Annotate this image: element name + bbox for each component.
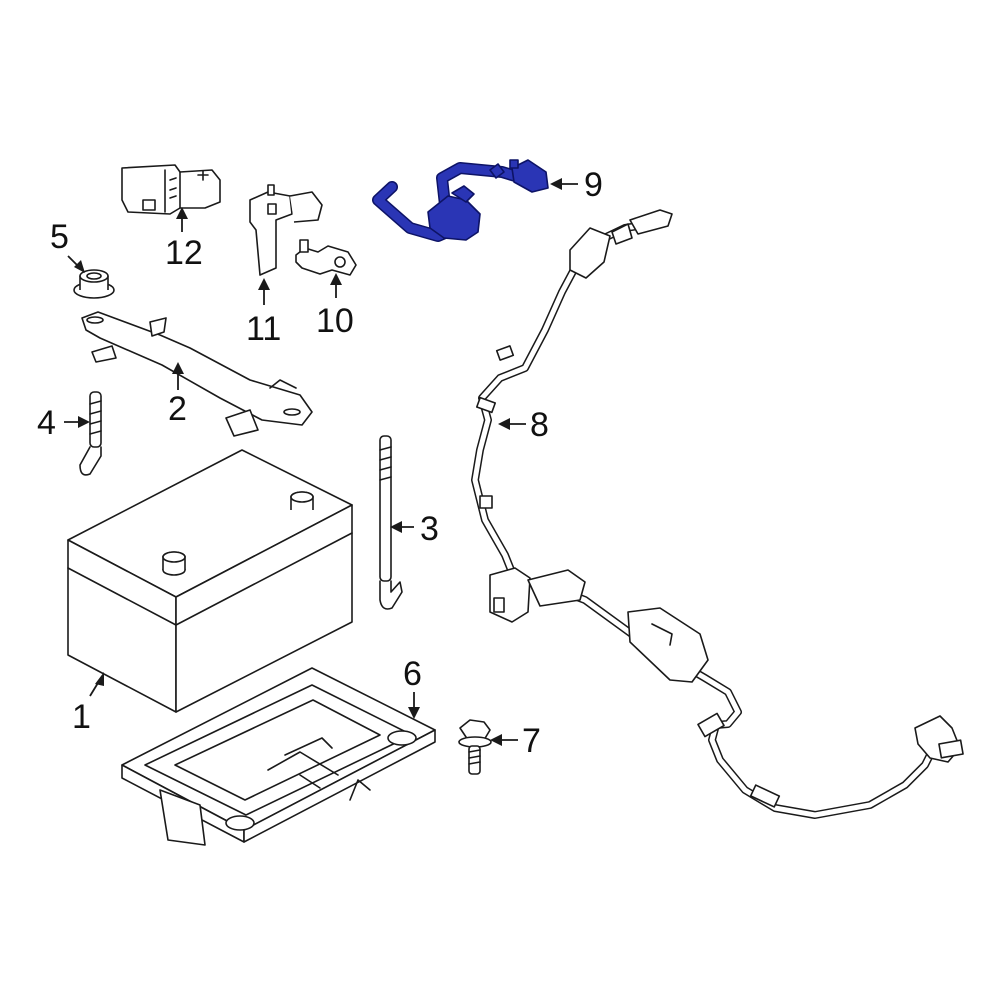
fuse-box-part[interactable] <box>121 164 221 215</box>
callout-5: 5 <box>50 218 85 273</box>
callout-3: 3 <box>390 510 439 548</box>
battery-tray-part[interactable] <box>121 667 436 846</box>
callout-label-8: 8 <box>530 406 549 444</box>
hold-down-bracket-part[interactable] <box>81 311 313 437</box>
callout-12: 12 <box>165 207 203 272</box>
callout-label-6: 6 <box>403 655 422 693</box>
callout-label-11: 11 <box>246 310 281 348</box>
callout-10: 10 <box>316 273 354 340</box>
callout-label-7: 7 <box>522 722 541 760</box>
callout-8: 8 <box>498 406 549 444</box>
battery-part[interactable] <box>67 449 353 713</box>
terminal-stud-part[interactable] <box>249 184 323 276</box>
callout-label-2: 2 <box>168 390 187 428</box>
highlighted-battery-cable-part[interactable] <box>372 159 549 242</box>
callout-label-1: 1 <box>72 698 91 736</box>
callout-11: 11 <box>246 278 281 348</box>
callout-label-4: 4 <box>37 404 56 442</box>
short-hold-down-bolt-part[interactable] <box>79 391 102 476</box>
long-hold-down-bolt-part[interactable] <box>379 435 403 610</box>
bolt-part[interactable] <box>458 719 492 775</box>
nut-part[interactable] <box>73 269 115 299</box>
wiring-harness-part[interactable] <box>471 209 964 819</box>
callout-7: 7 <box>490 722 541 760</box>
callout-6: 6 <box>403 655 422 719</box>
callout-2: 2 <box>168 362 187 428</box>
callout-label-5: 5 <box>50 218 69 256</box>
callout-4: 4 <box>37 404 90 442</box>
callout-label-12: 12 <box>165 234 203 272</box>
callout-label-3: 3 <box>420 510 439 548</box>
terminal-clamp-part[interactable] <box>295 239 357 276</box>
callout-label-9: 9 <box>584 166 603 204</box>
callout-label-10: 10 <box>316 302 354 340</box>
callout-1: 1 <box>72 672 104 736</box>
callout-9: 9 <box>550 166 603 204</box>
